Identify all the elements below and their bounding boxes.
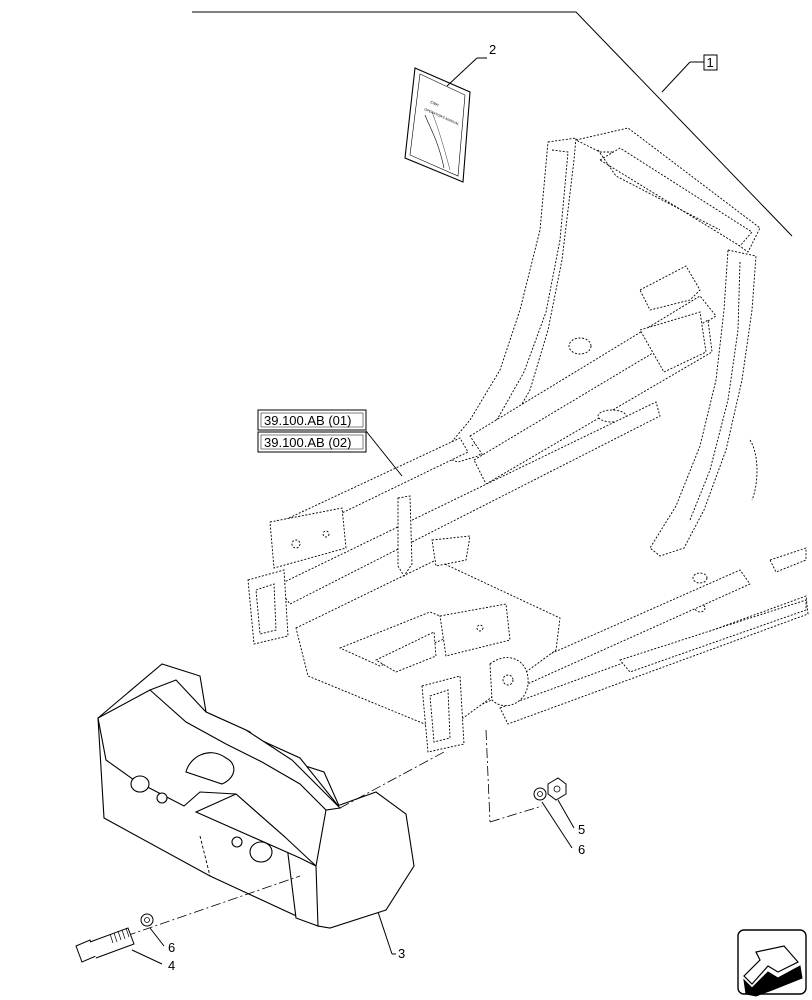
exit-arrow-icon[interactable] xyxy=(737,929,807,997)
reference-39-100-ab-02[interactable]: 39.100.AB (02) xyxy=(257,431,367,453)
callout-4[interactable]: 4 xyxy=(131,949,175,973)
callout-6-left[interactable]: 6 xyxy=(149,927,175,955)
reference-label-02: 39.100.AB (02) xyxy=(264,435,351,450)
callout-6-left-label: 6 xyxy=(168,940,175,955)
callout-5-label: 5 xyxy=(578,822,585,837)
operator-manual: CNH OPERATOR'S MANUAL xyxy=(404,67,471,183)
reference-label-01: 39.100.AB (01) xyxy=(264,413,351,428)
callout-1-label: 1 xyxy=(707,55,714,70)
loader-frame xyxy=(247,127,809,753)
callout-6-right-label: 6 xyxy=(578,842,585,857)
callout-2[interactable]: 2 xyxy=(446,42,496,87)
callout-5[interactable]: 5 xyxy=(557,799,585,837)
callout-6-right[interactable]: 6 xyxy=(541,801,585,857)
reference-leader xyxy=(365,430,403,477)
callout-3[interactable]: 3 xyxy=(377,911,405,961)
callout-4-label: 4 xyxy=(168,958,175,973)
manual-title-1: CNH xyxy=(430,99,440,107)
assembly-bracket xyxy=(192,11,793,237)
nut-and-washer xyxy=(533,777,567,801)
callout-2-label: 2 xyxy=(489,42,496,57)
callout-1[interactable]: 1 xyxy=(661,54,718,93)
reference-39-100-ab-01[interactable]: 39.100.AB (01) xyxy=(257,409,367,431)
bolt xyxy=(75,913,154,963)
centerlines xyxy=(125,729,543,937)
callout-3-label: 3 xyxy=(398,946,405,961)
counterweight xyxy=(97,663,415,929)
